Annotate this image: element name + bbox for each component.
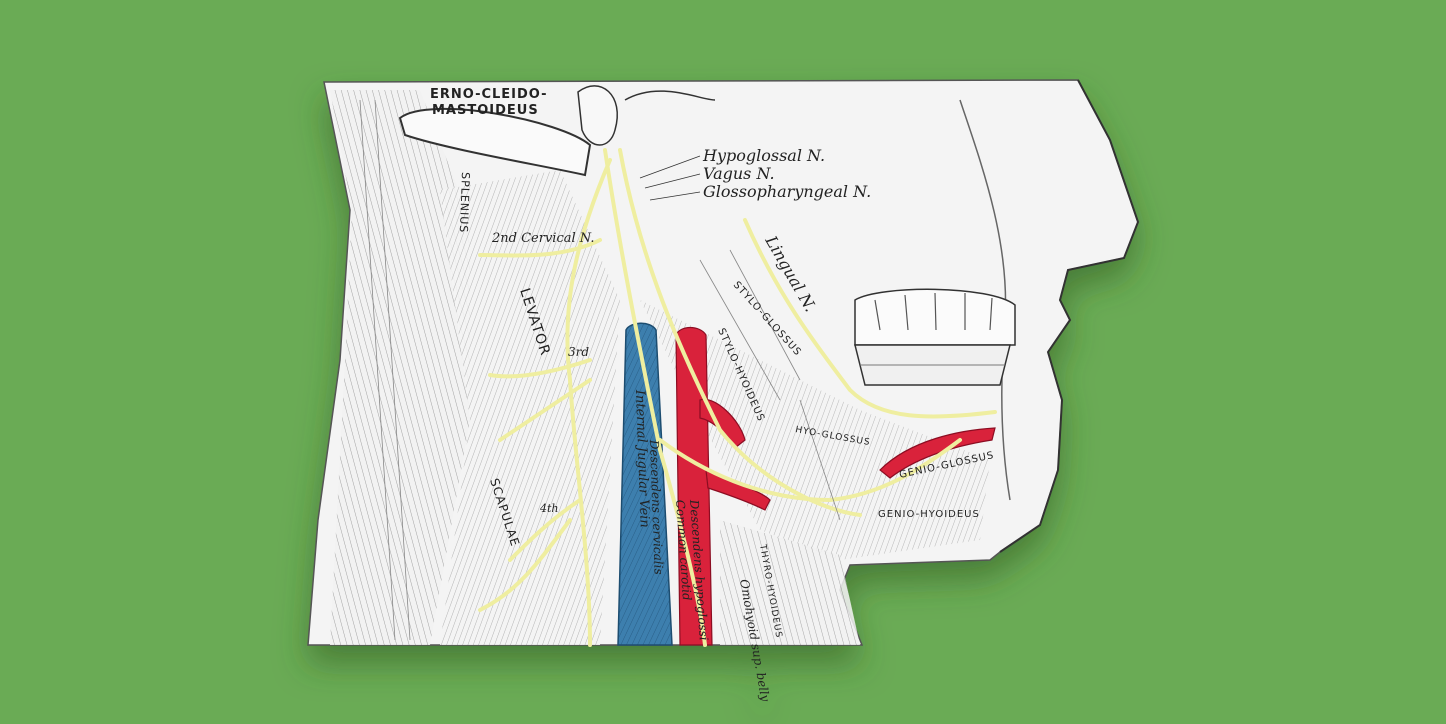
label-cervical-4: 4th (539, 502, 559, 515)
label-internal-jugular-vein: Internal Jugular Vein (632, 389, 652, 528)
label-leader-lines (639, 155, 701, 201)
splenius-muscle (330, 90, 470, 645)
face-profile (999, 79, 1140, 553)
sternocleidomastoid-muscle (398, 107, 592, 177)
carotid-artery (675, 326, 996, 646)
mastoid-process (577, 85, 618, 146)
hyoid-muscles (640, 300, 990, 560)
internal-jugular-vein (617, 322, 673, 646)
styloid-region (624, 90, 716, 101)
label-splenius: SPLENIUS (457, 172, 472, 234)
teeth (854, 288, 1016, 386)
label-sterno-cleido-2: MASTOIDEUS (432, 103, 539, 118)
anatomical-detail-lines (359, 99, 841, 641)
levator-muscle (440, 170, 620, 645)
label-descendens-cervicalis: Descendens cervicalis (647, 439, 666, 575)
nerves (478, 148, 997, 647)
label-hypoglossal-nerve: Hypoglossal N. (702, 146, 825, 165)
label-genio-hyoideus: GENIO-HYOIDEUS (878, 509, 980, 520)
label-cervical-2: 2nd Cervical N. (491, 231, 594, 246)
thyrohyoid-muscle (720, 520, 860, 645)
label-cervical-3: 3rd (568, 345, 589, 359)
label-sterno-cleido-1: ERNO-CLEIDO- (430, 87, 547, 102)
label-glossopharyngeal-nerve: Glossopharyngeal N. (703, 182, 871, 201)
illustration-cutout: ERNO-CLEIDO- MASTOIDEUS Hypoglossal N. V… (307, 79, 1140, 703)
label-vagus-nerve: Vagus N. (703, 164, 775, 183)
